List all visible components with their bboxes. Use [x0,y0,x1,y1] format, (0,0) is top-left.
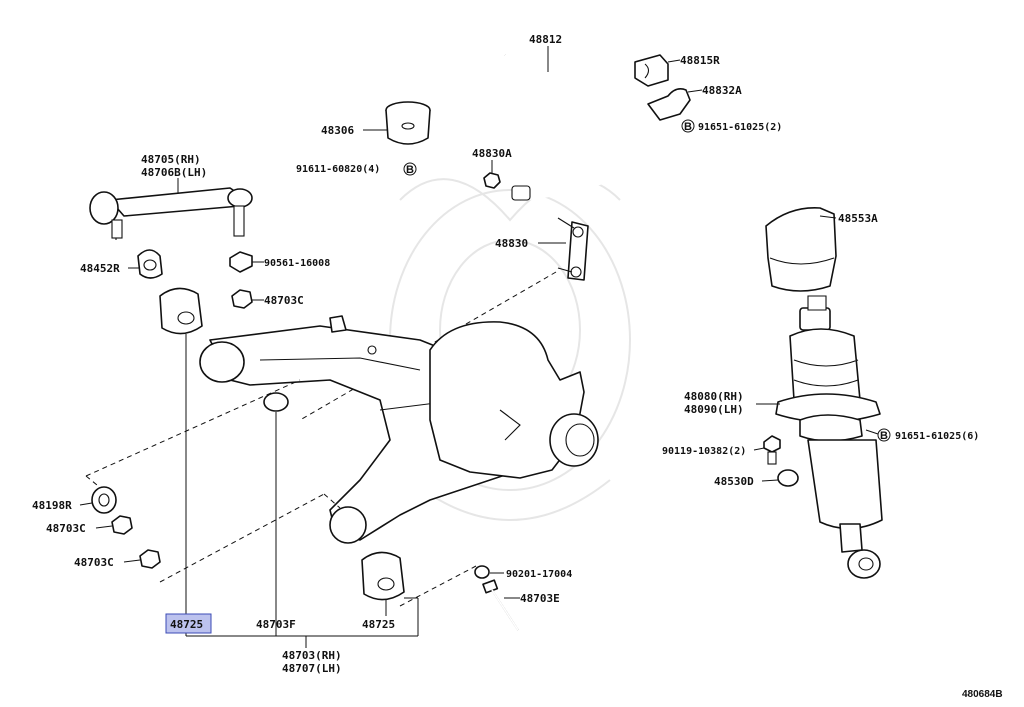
bolt-48703E[interactable] [482,579,519,631]
label-48198R: 48198R [32,499,72,512]
label-48830: 48830 [495,237,528,250]
bolt-marker-letter-3: B [880,430,888,442]
label-48703F: 48703F [256,618,296,631]
bushing-48452R[interactable] [137,249,163,279]
nut-48703C-low[interactable] [139,549,161,569]
label-48553A: 48553A [838,212,878,225]
label-48703RH: 48703(RH) [282,649,342,662]
highlight-48725[interactable] [165,613,212,634]
label-48830A: 48830A [472,147,512,160]
differential-housing[interactable] [429,321,599,479]
bracket-48832A[interactable] [647,88,691,121]
label-48703C-mid: 48703C [46,522,86,535]
label-91651-61025-6: 91651-61025(6) [895,431,979,442]
label-91611-60820: 91611-60820(4) [296,164,380,175]
bolt-marker-icon-3 [877,428,891,442]
label-48452R: 48452R [80,262,120,275]
bolt-marker-letter: B [684,121,692,133]
bolt-marker-icon-2 [403,162,417,176]
bump-stopper-48306[interactable] [385,101,431,145]
bolt-marker-letter-2: B [406,164,414,176]
label-48703E: 48703E [520,592,560,605]
diagram-ref-code: 480684B [962,689,1003,700]
bushing-48725-right[interactable] [361,551,405,601]
label-48725-left[interactable]: 48725 [170,618,203,631]
label-48706B: 48706B(LH) [141,166,207,179]
boot-48553A[interactable] [765,207,837,292]
nut-90561-16008[interactable] [229,251,253,273]
bushing-48725-left[interactable] [159,287,203,335]
stabilizer-bar-48812[interactable] [504,53,634,202]
nut-48830A[interactable] [483,172,501,189]
label-48707LH: 48707(LH) [282,662,342,675]
label-48832A: 48832A [702,84,742,97]
bolt-90119-10382[interactable] [763,435,781,465]
label-90561-16008: 90561-16008 [264,258,330,269]
label-48725-right: 48725 [362,618,395,631]
stopper-48703F[interactable] [263,392,289,412]
bolt-marker-icon [681,119,695,133]
bushing-48815R[interactable] [634,54,669,87]
label-48703C-low: 48703C [74,556,114,569]
nut-48703C-top[interactable] [231,289,253,309]
label-48815R: 48815R [680,54,720,67]
upper-arm-48705[interactable] [89,187,253,240]
washer-90201-17004[interactable] [474,565,490,579]
washer-48530D[interactable] [777,469,799,487]
label-48705: 48705(RH) [141,153,201,166]
label-90201-17004: 90201-17004 [506,569,572,580]
label-48090: 48090(LH) [684,403,744,416]
label-48812: 48812 [529,33,562,46]
label-90119-10382: 90119-10382(2) [662,446,746,457]
label-91651-61025-2: 91651-61025(2) [698,122,782,133]
label-48703C-top: 48703C [264,294,304,307]
label-48080: 48080(RH) [684,390,744,403]
washer-48198R[interactable] [91,486,117,514]
label-48306: 48306 [321,124,354,137]
label-48530D: 48530D [714,475,754,488]
shock-absorber-48080[interactable] [775,295,883,579]
nut-48703C-mid[interactable] [111,515,133,535]
stabilizer-link-48830[interactable] [557,217,589,281]
